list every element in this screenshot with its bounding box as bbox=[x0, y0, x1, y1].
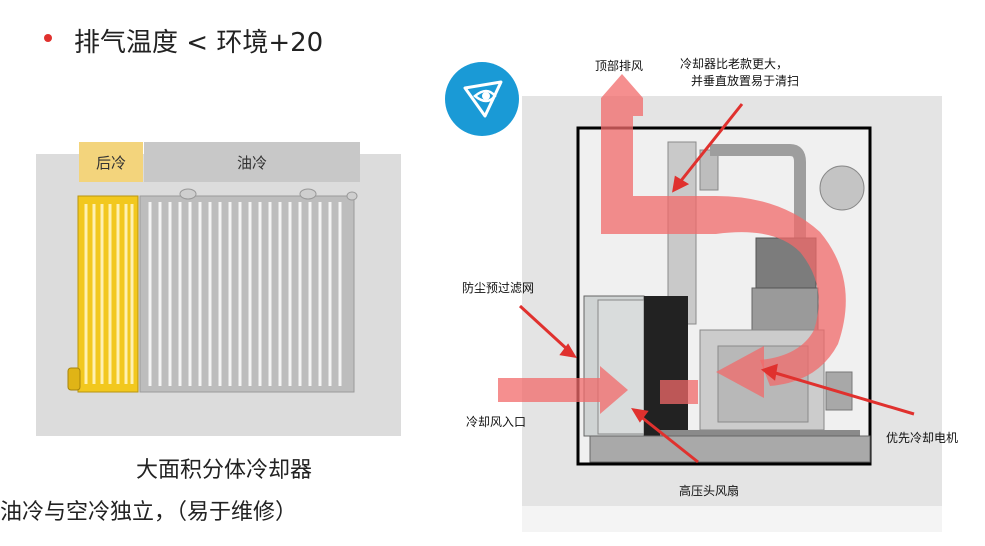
compressor-panel-base bbox=[522, 506, 942, 532]
caption-independent-cooling: 油冷与空冷独立，（易于维修） bbox=[0, 500, 298, 525]
label-motor-cooling: 优先冷却电机 bbox=[886, 431, 959, 445]
label-top-exhaust: 顶部排风 bbox=[595, 59, 644, 73]
headline-text: 排气温度 < 环境+20 bbox=[74, 28, 324, 58]
label-cooler-line1: 冷却器比老款更大， bbox=[680, 57, 789, 71]
rear-cooler-label: 后冷 bbox=[79, 142, 143, 182]
compressor-airflow-diagram bbox=[498, 74, 915, 466]
label-cooler-line2: 并垂直放置易于清扫 bbox=[691, 74, 800, 88]
label-fan: 高压头风扇 bbox=[679, 484, 740, 498]
bullet-dot-icon bbox=[44, 34, 52, 42]
label-cooling-inlet: 冷却风入口 bbox=[466, 415, 527, 429]
caption-large-area-cooler: 大面积分体冷却器 bbox=[135, 458, 312, 483]
split-cooler-illustration bbox=[67, 188, 358, 393]
oil-cooler-label: 油冷 bbox=[144, 142, 360, 182]
label-dust-filter: 防尘预过滤网 bbox=[462, 281, 535, 295]
eye-triangle-icon bbox=[445, 62, 519, 136]
